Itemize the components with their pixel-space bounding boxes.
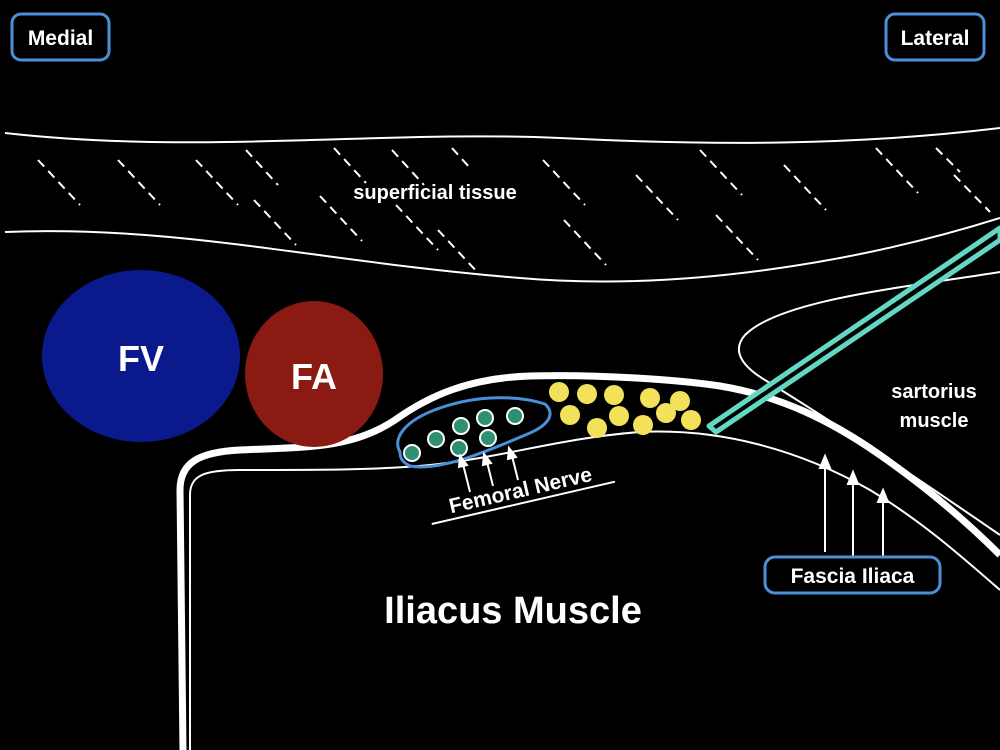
tissue-hatch-mark	[451, 147, 471, 169]
nerve-fascicle	[479, 429, 497, 447]
medial-label: Medial	[28, 27, 93, 50]
tissue-hatch-mark	[953, 174, 991, 213]
nerve-fascicle	[452, 417, 470, 435]
lateral-badge: Lateral	[884, 12, 986, 62]
nerve-arrow	[511, 455, 519, 481]
local-anesthetic-spread	[549, 382, 701, 438]
nerve-fascicle	[476, 409, 494, 427]
tissue-hatch-mark	[245, 149, 279, 186]
nerve-sheath	[396, 396, 552, 469]
needle-shaft	[706, 225, 1000, 435]
tissue-hatch-marks	[37, 147, 991, 276]
tissue-hatch-mark	[37, 159, 81, 206]
femoral-vein: FV	[42, 270, 240, 442]
local-anesthetic-droplet	[681, 410, 701, 430]
block-needle	[706, 225, 1000, 435]
fascia-arrowhead	[876, 487, 890, 503]
tissue-hatch-mark	[391, 149, 425, 186]
fascia-iliaca-badge: Fascia Iliaca	[763, 555, 942, 595]
tissue-hatch-mark	[783, 164, 827, 211]
fascia-arrowhead	[846, 469, 860, 485]
tissue-hatch-mark	[333, 147, 367, 184]
tissue-hatch-mark	[253, 199, 297, 246]
tissue-hatch-mark	[117, 159, 161, 206]
nerve-fascicle	[403, 444, 421, 462]
tissue-hatch-mark	[635, 174, 679, 221]
local-anesthetic-droplet	[549, 382, 569, 402]
sartorius-label-line2: muscle	[900, 410, 969, 432]
nerve-arrowhead	[506, 445, 518, 461]
fascia-iliaca-label: Fascia Iliaca	[791, 565, 915, 588]
fascia-iliaca-thick	[176, 372, 1000, 750]
tissue-hatch-mark	[542, 159, 586, 206]
fascia-arrowhead	[818, 453, 832, 469]
superficial-upper-boundary	[4, 127, 1000, 144]
nerve-fascicle	[506, 407, 524, 425]
fascia-pointer-arrows	[818, 453, 890, 560]
local-anesthetic-droplet	[633, 415, 653, 435]
nerve-arrowhead	[457, 453, 469, 469]
nerve-pointer-arrows	[457, 445, 519, 493]
nerve-arrow	[462, 463, 471, 493]
superficial-lower-boundary	[4, 217, 1000, 283]
tissue-hatch-mark	[715, 214, 759, 261]
superficial-tissue-label: superficial tissue	[353, 182, 516, 204]
local-anesthetic-droplet	[670, 391, 690, 411]
femoral-nerve-bundle	[396, 396, 552, 469]
tissue-hatch-mark	[319, 195, 363, 242]
femoral-nerve-underline	[431, 480, 616, 525]
fa-label: FA	[291, 356, 337, 397]
fv-label: FV	[118, 338, 164, 379]
tissue-hatch-mark	[395, 204, 439, 251]
nerve-fascicle	[427, 430, 445, 448]
tissue-hatch-mark	[195, 159, 239, 206]
nerve-arrowhead	[481, 451, 493, 467]
tissue-hatch-mark	[875, 147, 919, 194]
local-anesthetic-droplet	[604, 385, 624, 405]
tissue-hatch-mark	[437, 229, 481, 276]
nerve-fascicle	[450, 439, 468, 457]
local-anesthetic-droplet	[577, 384, 597, 404]
tissue-hatch-mark	[699, 149, 743, 196]
medial-badge: Medial	[10, 12, 111, 62]
local-anesthetic-droplet	[656, 403, 676, 423]
superficial-tissue-layer: superficial tissue	[4, 127, 1000, 283]
tissue-hatch-mark	[563, 219, 607, 266]
femoral-artery: FA	[245, 301, 383, 447]
sartorius-label-line1: sartorius	[891, 381, 977, 403]
lateral-label: Lateral	[901, 27, 970, 50]
nerve-fascicles	[403, 407, 524, 462]
local-anesthetic-droplet	[560, 405, 580, 425]
local-anesthetic-droplet	[609, 406, 629, 426]
local-anesthetic-droplet	[587, 418, 607, 438]
tissue-hatch-mark	[935, 147, 961, 173]
local-anesthetic-droplet	[640, 388, 660, 408]
iliacus-muscle-label: Iliacus Muscle	[384, 590, 642, 632]
nerve-arrow	[486, 461, 494, 487]
